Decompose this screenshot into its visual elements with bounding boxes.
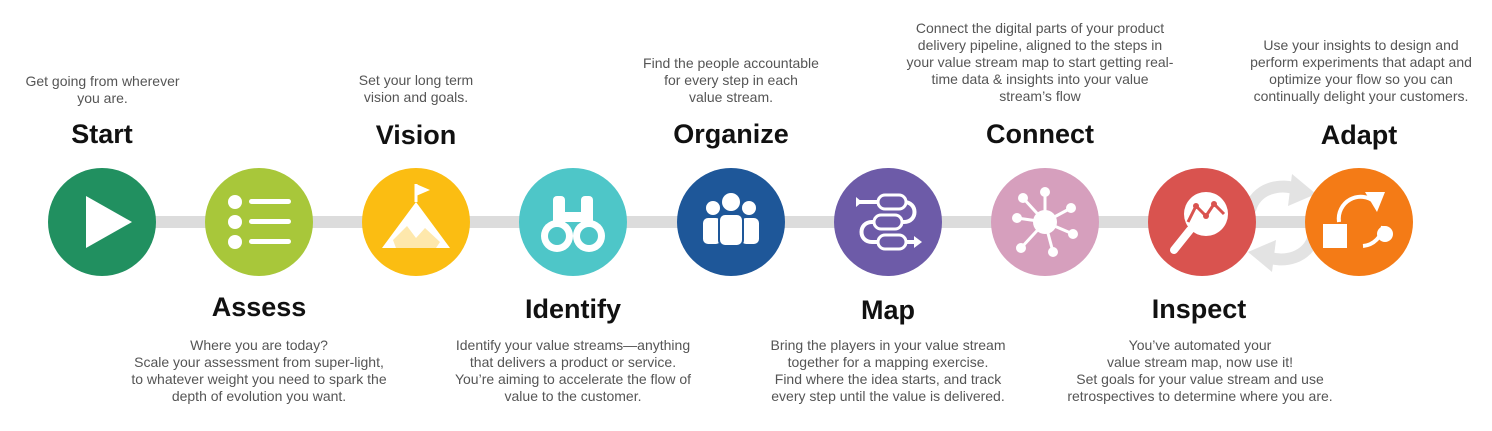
flow-map-icon [856, 193, 922, 251]
step-identify-circle [519, 168, 627, 276]
step-connect-circle [991, 168, 1099, 276]
step-vision-circle [362, 168, 470, 276]
binoculars-icon [541, 196, 605, 252]
step-assess-description: Where you are today?Scale your assessmen… [131, 337, 387, 404]
people-group-icon [703, 193, 759, 247]
magnifier-chart-icon [1170, 192, 1228, 254]
adapt-cycle-icon [1323, 192, 1393, 248]
step-connect-description: Connect the digital parts of your produc… [906, 20, 1174, 104]
step-adapt-title: Adapt [1320, 120, 1398, 150]
play-icon [86, 196, 132, 248]
step-organize-circle [677, 168, 785, 276]
step-organize-title: Organize [673, 119, 789, 149]
network-hub-icon [1012, 187, 1078, 257]
mountain-flag-icon [382, 184, 450, 248]
step-assess-title: Assess [211, 292, 307, 322]
step-vision-title: Vision [375, 120, 457, 150]
step-assess-circle [205, 168, 313, 276]
step-connect-title: Connect [986, 119, 1094, 149]
step-inspect-circle [1148, 168, 1256, 276]
checklist-icon [228, 195, 291, 249]
step-map-circle [834, 168, 942, 276]
step-inspect-title: Inspect [1151, 294, 1247, 324]
step-identify-title: Identify [524, 294, 621, 324]
step-start-title: Start [71, 119, 133, 149]
step-map-title: Map [861, 295, 915, 325]
step-adapt-circle [1305, 168, 1413, 276]
step-start-circle [48, 168, 156, 276]
